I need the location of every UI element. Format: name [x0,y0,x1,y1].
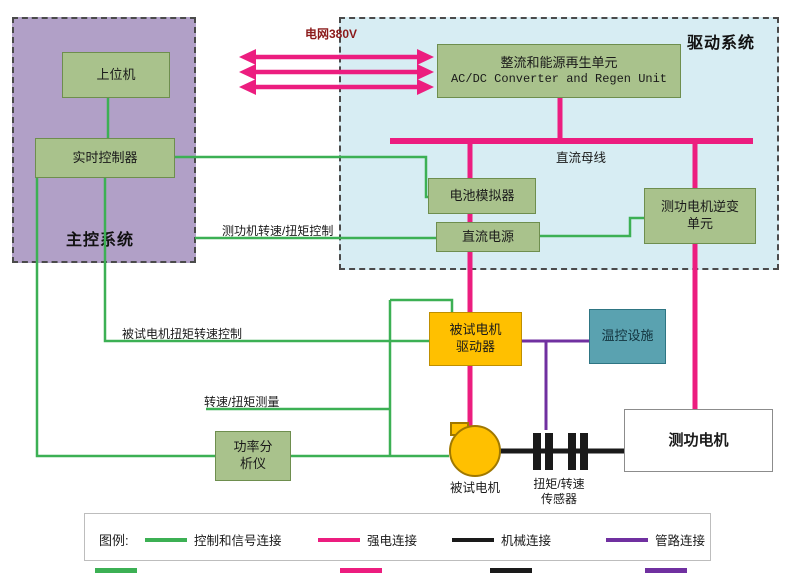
controller-to-dut-driver-line [103,178,429,343]
legend-item-signal: 控制和信号连接 [145,530,282,549]
power-analyzer-label-1: 功率分 [233,439,273,455]
signal-line-swatch [145,537,187,542]
drive-system-title: 驱动系统 [686,35,755,52]
realtime-controller-label: 实时控制器 [72,149,138,165]
coupling-bar [580,433,588,470]
acdc-converter-label-cn: 整流和能源再生单元 [500,54,618,70]
grid-arrowheads [239,49,434,95]
controller-to-battery-sim-line [175,155,428,199]
power-lines [254,54,753,428]
power-analyzer-label-2: 析仪 [239,456,266,471]
box-temp-control: 温控设施 [589,309,666,364]
legend-item-pipe: 管路连接 [606,530,705,549]
legend-clipped-mechanical-line [490,568,532,573]
legend-item-label: 机械连接 [501,534,552,548]
motor-icon [449,422,501,477]
box-dyno-motor: 测功电机 [624,409,773,472]
legend-item-power: 强电连接 [318,530,417,549]
dut-driver-label-1: 被试电机 [449,322,502,338]
dyno-inverter-label-2: 单元 [686,216,713,231]
pipe-line-swatch [606,537,648,542]
arrowhead-right-icon [417,79,434,95]
arrowhead-right-icon [417,64,434,80]
box-acdc-converter: 整流和能源再生单元 AC/DC Converter and Regen Unit [437,44,681,98]
sensor-label-2: 传感器 [540,492,577,506]
dyno-inverter-label-1: 测功电机逆变 [660,199,739,215]
box-battery-simulator: 电池模拟器 [428,178,536,214]
signal-lines [35,98,644,458]
legend-item-label: 管路连接 [655,534,706,548]
label-dut-motor: 被试电机 [449,481,500,495]
dcpower-to-inverter-line [540,216,644,238]
legend-box: 图例: 控制和信号连接 强电连接 机械连接 管路连接 [84,513,711,561]
label-dut-torque-speed-control: 被试电机扭矩转速控制 [122,327,243,341]
box-power-analyzer: 功率分 析仪 [215,431,291,481]
coupling-bar [568,433,576,470]
motor-body [449,425,501,477]
legend-item-label: 控制和信号连接 [194,534,282,548]
legend-item-mechanical: 机械连接 [452,530,551,549]
controller-to-analyzer-line [35,178,449,458]
box-dut-driver: 被试电机 驱动器 [429,312,522,366]
legend-item-label: 强电连接 [367,534,418,548]
arrowhead-left-icon [239,49,256,65]
mechanical-line-swatch [452,537,494,542]
label-speed-torque-measurement: 转速/扭矩测量 [204,395,280,409]
legend-clipped-pipe-line [645,568,687,573]
host-computer-label: 上位机 [96,66,136,82]
box-realtime-controller: 实时控制器 [35,138,175,178]
arrowhead-right-icon [417,49,434,65]
label-torque-speed-sensor: 扭矩/转速 传感器 [519,477,599,507]
box-dyno-inverter: 测功电机逆变 单元 [644,188,756,244]
box-host-computer: 上位机 [62,52,170,98]
arrowhead-left-icon [239,79,256,95]
coupling-bar [545,433,553,470]
dyno-motor-label: 测功电机 [668,431,729,449]
main-control-system-title: 主控系统 [66,232,135,249]
arrowhead-left-icon [239,64,256,80]
dc-power-label: 直流电源 [461,228,514,244]
power-line-swatch [318,537,360,542]
label-dyno-speed-torque-control: 测功机转速/扭矩控制 [222,224,334,238]
acdc-converter-label-en: AC/DC Converter and Regen Unit [450,71,668,86]
sensor-label-1: 扭矩/转速 [533,477,585,491]
temp-control-label: 温控设施 [601,328,654,344]
coupling-bar [533,433,541,470]
box-dc-power: 直流电源 [436,222,540,252]
legend-clipped-power-line [340,568,382,573]
dut-driver-label-2: 驱动器 [455,339,495,354]
coupling-bars-icon [533,433,588,470]
legend-clipped-signal-line [95,568,137,573]
legend-title: 图例: [99,533,129,548]
label-dc-bus: 直流母线 [556,151,607,165]
battery-simulator-label: 电池模拟器 [449,187,515,203]
label-grid-380v: 电网380V [305,27,358,41]
pipe-lines [522,339,589,430]
riser-to-driver-line [390,298,454,312]
